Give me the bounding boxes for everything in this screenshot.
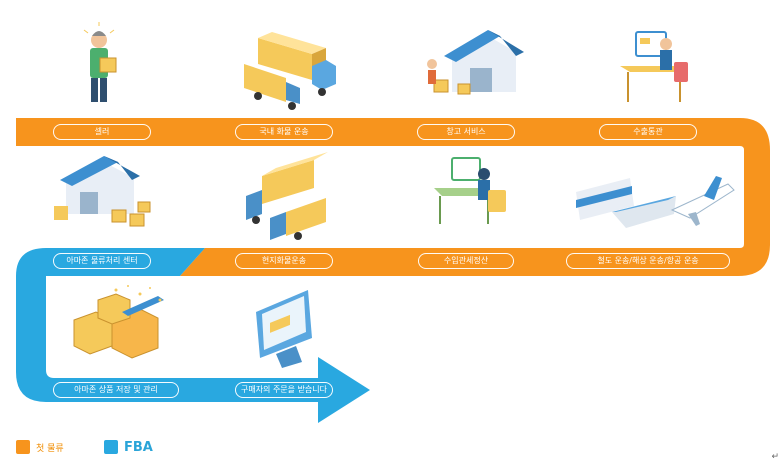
legend-label-fba: FBA: [124, 439, 153, 455]
fulfillment-center-icon: [54, 156, 151, 227]
return-mark: ↵: [771, 452, 779, 462]
step-label-storage-management: 아마존 상품 저장 및 관리: [53, 382, 179, 398]
legend-first-mile: 첫 물류: [16, 438, 64, 456]
step-label-import-customs: 수입관세정산: [418, 253, 514, 269]
legend-swatch-first-mile: [16, 440, 30, 454]
step-label-seller: 셀러: [53, 124, 151, 140]
monitor-order-icon: [256, 290, 312, 368]
step-label-customer-orders: 구매자의 주문을 받습니다: [235, 382, 333, 398]
step-label-fulfillment-center: 아마존 물류처리 센터: [53, 253, 151, 269]
freight-truck-icon: [244, 32, 336, 110]
storage-boxes-icon: [73, 285, 164, 359]
legend-label-first-mile: 첫 물류: [36, 443, 64, 454]
legend-swatch-fba: [104, 440, 118, 454]
seller-icon: [83, 22, 117, 102]
step-label-local-freight: 현지화물운송: [235, 253, 333, 269]
warehouse-icon: [427, 30, 524, 95]
step-label-export-clearance: 수출통관: [599, 124, 697, 140]
fba-band: [16, 248, 370, 423]
local-truck-icon: [246, 152, 328, 240]
rail-sea-air-icon: [576, 176, 735, 228]
step-label-domestic-freight: 국내 화물 운송: [235, 124, 333, 140]
export-clearance-icon: [620, 31, 688, 102]
legend-fba: FBA: [104, 438, 153, 456]
import-customs-icon: [434, 157, 506, 224]
step-label-rail-sea-air: 철도 운송/해상 운송/항공 운송: [566, 253, 730, 269]
step-label-warehouse-service: 창고 서비스: [417, 124, 515, 140]
